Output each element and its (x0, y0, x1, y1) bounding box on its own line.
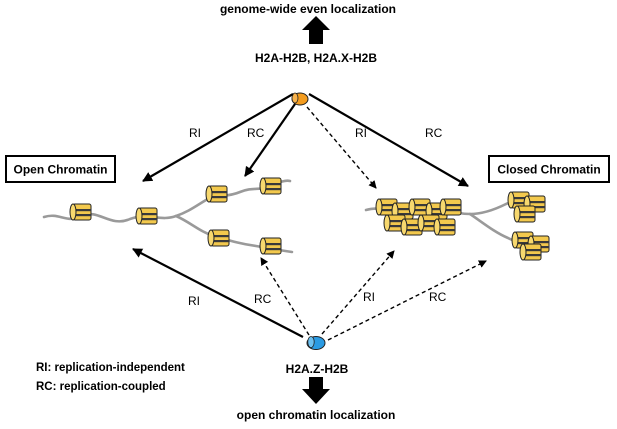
closed-chromatin-label: Closed Chromatin (497, 163, 600, 177)
top-histone-label: H2A-H2B, H2A.X-H2B (255, 51, 377, 65)
h2az-nucleosome-icon (306, 336, 326, 350)
bottom-histone-label: H2A.Z-H2B (286, 362, 349, 376)
label-ri-top-closed: RI (355, 126, 367, 140)
closed-chromatin-fiber (364, 191, 550, 261)
arrow-ri-top-closed (306, 106, 377, 189)
bottom-big-arrow (302, 377, 330, 404)
top-big-arrow (302, 16, 330, 44)
open-chromatin-fiber (42, 177, 294, 255)
label-rc-top-closed: RC (425, 126, 443, 140)
label-rc-bottom-closed: RC (429, 290, 447, 304)
label-ri-bottom-closed: RI (363, 290, 375, 304)
label-ri-bottom-open: RI (188, 294, 200, 308)
arrow-rc-bottom-closed (327, 260, 487, 341)
arrow-ri-bottom-open (132, 248, 304, 338)
label-rc-top-open: RC (247, 126, 265, 140)
arrow-ri-bottom-closed (321, 250, 395, 335)
bottom-label: open chromatin localization (237, 408, 396, 422)
open-chromatin-box (5, 155, 116, 183)
label-rc-bottom-open: RC (254, 292, 272, 306)
h2a-nucleosome-icon (291, 92, 309, 106)
legend-rc: RC: replication-coupled (36, 381, 166, 393)
arrow-ri-top-open (142, 93, 294, 182)
legend-ri: RI: replication-independent (36, 362, 185, 374)
top-label: genome-wide even localization (220, 2, 396, 16)
arrow-rc-top-closed (308, 93, 469, 187)
closed-chromatin-box (488, 155, 610, 183)
arrow-rc-top-open (244, 103, 296, 177)
open-chromatin-label: Open Chromatin (13, 163, 107, 177)
arrow-rc-bottom-open (260, 257, 310, 336)
label-ri-top-open: RI (189, 126, 201, 140)
